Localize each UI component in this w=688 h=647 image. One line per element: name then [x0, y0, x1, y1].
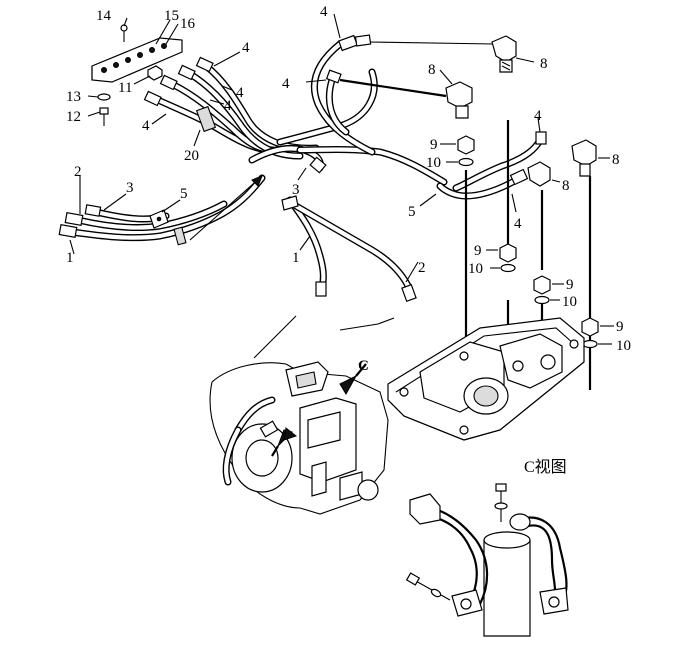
washer-10-c [582, 339, 598, 349]
callout-15: 15 [164, 8, 179, 24]
engine-assembly [209, 361, 389, 515]
bolt-12 [99, 107, 109, 126]
callout-5-left: 5 [180, 186, 188, 202]
view-c-detail [405, 483, 569, 637]
nut-11 [147, 65, 163, 81]
callout-view-c: C [358, 358, 369, 374]
callout-10-a: 10 [468, 261, 483, 277]
nut-9-a [499, 243, 517, 263]
washer-10-upper [458, 157, 474, 167]
upper-hoses [310, 34, 376, 156]
callout-3-left: 3 [126, 180, 134, 196]
callout-8-right-a: 8 [562, 178, 570, 194]
view-c-title: C视图 [524, 458, 567, 476]
callout-10-b: 10 [562, 294, 577, 310]
right-hoses [436, 131, 547, 200]
washer-13 [97, 93, 111, 101]
callout-9-b: 9 [566, 277, 574, 293]
callout-4-right: 4 [534, 108, 542, 124]
callout-4-mid: 4 [282, 76, 290, 92]
callout-3-center: 3 [292, 182, 300, 198]
callout-9-c: 9 [616, 319, 624, 335]
callout-labels: 14 15 16 11 13 12 4 4 4 4 20 2 3 5 1 4 4… [66, 4, 631, 476]
callout-9-upper: 9 [430, 137, 438, 153]
elbow-fitting-top [491, 35, 517, 73]
washer-10-b [534, 295, 550, 305]
callout-4-d: 4 [142, 118, 150, 134]
callout-9-a: 9 [474, 243, 482, 259]
callout-1-left: 1 [66, 250, 74, 266]
washer-10-a [500, 263, 516, 273]
callout-4-b: 4 [236, 85, 244, 101]
nut-9-c [581, 317, 599, 337]
nut-9-upper [457, 135, 475, 155]
elbow-fitting-right-b [571, 139, 597, 177]
callout-4-c: 4 [224, 98, 232, 114]
callout-12: 12 [66, 109, 81, 125]
callout-8-top: 8 [540, 56, 548, 72]
callout-16: 16 [180, 16, 196, 32]
callout-4-lower: 4 [514, 216, 522, 232]
harness-junction [248, 68, 448, 303]
elbow-fitting-right-a [527, 161, 551, 187]
callout-2-left: 2 [74, 164, 82, 180]
callout-10-c: 10 [616, 338, 631, 354]
callout-11: 11 [118, 80, 132, 96]
nut-9-b [533, 275, 551, 295]
callout-10-upper: 10 [426, 155, 441, 171]
callout-5-right: 5 [408, 204, 416, 220]
harness-left [58, 174, 266, 246]
callout-1-center: 1 [292, 250, 300, 266]
callout-13: 13 [66, 89, 81, 105]
valve-cover [387, 317, 585, 441]
callout-14: 14 [96, 8, 112, 24]
elbow-fitting-mid [445, 81, 473, 119]
callout-8-right-b: 8 [612, 152, 620, 168]
callout-8-mid: 8 [428, 62, 436, 78]
callout-20: 20 [184, 148, 199, 164]
callout-4-top: 4 [320, 4, 328, 20]
callout-4-a: 4 [242, 40, 250, 56]
callout-2-center: 2 [418, 260, 426, 276]
terminal-block [91, 24, 183, 83]
